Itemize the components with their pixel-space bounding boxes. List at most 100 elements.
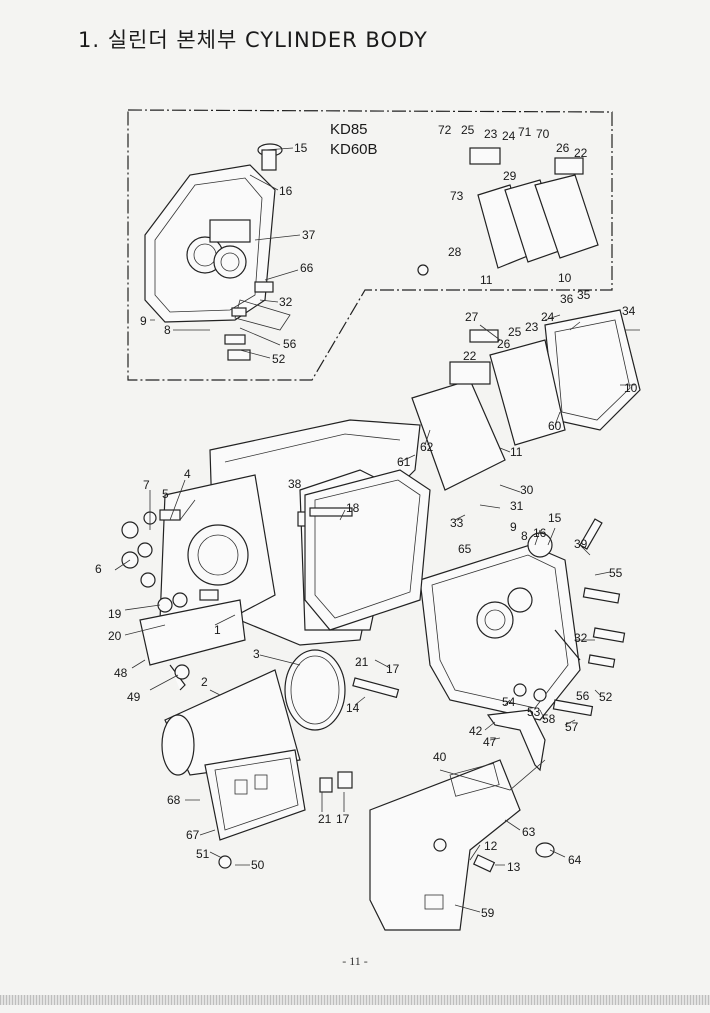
cylinder-head	[159, 474, 276, 641]
callout-label: 60	[548, 419, 562, 433]
inset-model-label: KD60B	[330, 141, 378, 158]
callout-label: 4	[184, 467, 191, 481]
cylinder-liner	[161, 649, 346, 776]
callout-label: 28	[448, 245, 462, 259]
front-cover-panel	[369, 759, 555, 931]
callout-label: 34	[622, 304, 636, 318]
callout-label: 54	[502, 695, 516, 709]
inset-valve-covers	[417, 147, 599, 276]
gear-case-side-plate	[304, 469, 431, 631]
callout-label: 62	[420, 440, 434, 454]
inset-gear-cover	[144, 143, 291, 361]
callout-label: 24	[541, 310, 555, 324]
callout-label: 38	[288, 477, 302, 491]
callout-label: 61	[397, 455, 411, 469]
callout-label: 47	[483, 735, 497, 749]
callout-label: 31	[510, 499, 524, 513]
callout-label: 37	[302, 228, 316, 242]
callout-label: 13	[507, 860, 521, 874]
callout-label: 67	[186, 828, 200, 842]
callout-label: 21	[318, 812, 332, 826]
callout-label: 7	[143, 478, 150, 492]
callout-label: 33	[450, 516, 464, 530]
inset-model-label: KD85	[330, 121, 368, 138]
rocker-arm-cover-assembly	[411, 309, 641, 491]
governor-linkage	[486, 629, 581, 772]
bolts	[309, 507, 626, 717]
callout-label: 26	[497, 337, 511, 351]
page-number: - 11 -	[342, 954, 368, 968]
callout-label: 35	[577, 288, 591, 302]
callout-label: 49	[127, 690, 141, 704]
callout-label: 22	[574, 146, 588, 160]
callout-label: 64	[568, 853, 582, 867]
callout-label: 26	[556, 141, 570, 155]
callout-label: 29	[503, 169, 517, 183]
callout-label: 6	[95, 562, 102, 576]
callout-label: 56	[283, 337, 297, 351]
callout-label: 32	[279, 295, 293, 309]
main-callouts: 36 35 34 27 24 23 25 26 22 10 60 62 11 6…	[95, 288, 638, 920]
callout-label: 23	[525, 320, 539, 334]
callout-label: 55	[609, 566, 623, 580]
callout-label: 15	[548, 511, 562, 525]
callout-label: 25	[461, 123, 475, 137]
callout-label: 66	[300, 261, 314, 275]
callout-label: 2	[201, 675, 208, 689]
callout-label: 52	[272, 352, 286, 366]
callout-label: 12	[484, 839, 498, 853]
callout-label: 9	[510, 520, 517, 534]
callout-label: 11	[480, 273, 493, 287]
callout-label: 51	[196, 847, 210, 861]
callout-label: 15	[294, 141, 308, 155]
callout-label: 73	[450, 189, 464, 203]
callout-label: 48	[114, 666, 128, 680]
callout-label: 42	[469, 724, 483, 738]
callout-label: 72	[438, 123, 452, 137]
callout-label: 17	[336, 812, 350, 826]
callout-label: 25	[508, 325, 522, 339]
callout-label: 58	[542, 712, 556, 726]
callout-label: 16	[533, 526, 547, 540]
callout-label: 16	[279, 184, 293, 198]
callout-label: 21	[355, 655, 369, 669]
callout-label: 52	[599, 690, 613, 704]
callout-label: 70	[536, 127, 550, 141]
callout-label: 10	[558, 271, 572, 285]
callout-label: 71	[518, 125, 532, 139]
callout-label: 50	[251, 858, 265, 872]
callout-label: 68	[167, 793, 181, 807]
callout-label: 8	[521, 529, 528, 543]
callout-label: 53	[527, 705, 541, 719]
callout-label: 63	[522, 825, 536, 839]
callout-label: 17	[386, 662, 400, 676]
callout-label: 30	[520, 483, 534, 497]
callout-label: 9	[140, 314, 147, 328]
callout-label: 27	[465, 310, 479, 324]
callout-label: 24	[502, 129, 516, 143]
cylinder-block-lower	[139, 599, 246, 691]
callout-label: 19	[108, 607, 122, 621]
callout-label: 40	[433, 750, 447, 764]
callout-label: 23	[484, 127, 498, 141]
gear-case-cover	[419, 544, 581, 721]
callout-label: 1	[214, 623, 221, 637]
callout-label: 22	[463, 349, 477, 363]
callout-label: 36	[560, 292, 574, 306]
callout-label: 39	[574, 537, 588, 551]
callout-label: 5	[162, 487, 169, 501]
callout-label: 20	[108, 629, 122, 643]
inset-frame	[127, 109, 613, 381]
page-title: 1. 실린더 본체부 CYLINDER BODY	[78, 28, 428, 52]
callout-label: 56	[576, 689, 590, 703]
callout-label: 59	[481, 906, 495, 920]
callout-label: 3	[253, 647, 260, 661]
callout-label: 57	[565, 720, 579, 734]
callout-label: 10	[624, 381, 638, 395]
callout-label: 8	[164, 323, 171, 337]
leader-lines	[114, 147, 640, 913]
callout-label: 18	[346, 501, 360, 515]
callout-label: 14	[346, 701, 360, 715]
callout-label: 65	[458, 542, 472, 556]
